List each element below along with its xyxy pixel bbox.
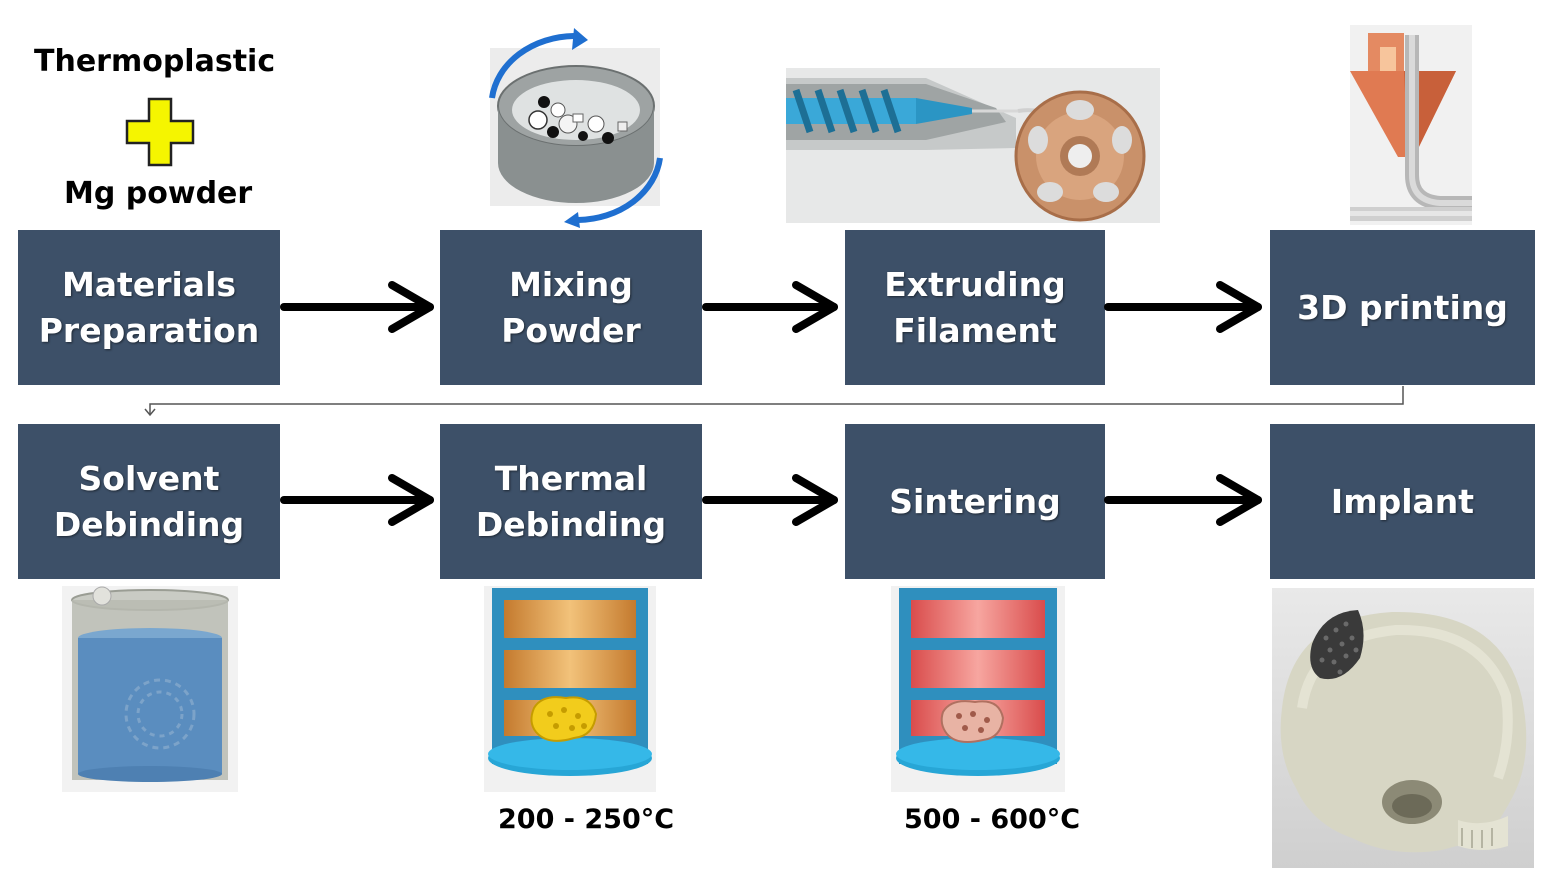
sintering-furnace-icon (891, 586, 1065, 792)
step-line-1: Extruding (884, 264, 1066, 304)
screw-extruder-icon (786, 68, 1160, 223)
input-mg-powder: Mg powder (64, 176, 253, 211)
step-sintering: Sintering (845, 424, 1105, 579)
step-line-1: 3D printing (1297, 287, 1508, 327)
step-3d-printing: 3D printing (1270, 230, 1535, 385)
step-line-2: Preparation (38, 310, 260, 350)
step-line-2: Debinding (475, 504, 667, 544)
step-implant: Implant (1270, 424, 1535, 579)
step-line-2: Powder (501, 310, 641, 350)
step-line-1: Sintering (889, 481, 1061, 521)
temperature-thermal: 200 - 250°C (498, 804, 675, 835)
rotating-drum-icon (478, 28, 674, 228)
return-connector (149, 386, 1404, 414)
step-line-1: Solvent (78, 458, 220, 498)
plus-icon (125, 97, 195, 167)
solvent-bath-icon (62, 586, 238, 792)
skull-implant-icon (1272, 588, 1534, 868)
step-line-1: Mixing (509, 264, 633, 304)
step-line-1: Materials (61, 264, 237, 304)
step-line-1: Thermal (494, 458, 648, 498)
temperature-sintering: 500 - 600°C (904, 804, 1081, 835)
furnace-icon (484, 586, 656, 792)
step-line-1: Implant (1330, 481, 1475, 521)
step-line-2: Debinding (53, 504, 245, 544)
print-nozzle-icon (1350, 25, 1472, 225)
input-thermoplastic: Thermoplastic (34, 44, 276, 79)
step-line-2: Filament (893, 310, 1057, 350)
